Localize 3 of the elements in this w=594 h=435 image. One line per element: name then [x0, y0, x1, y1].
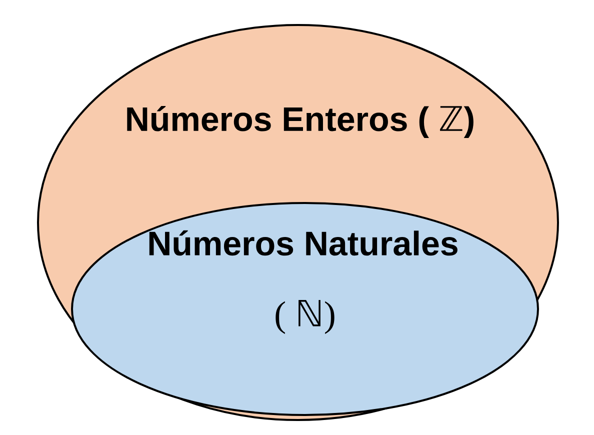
set-label: ( ℕ) [276, 300, 334, 334]
set-label: Números Enteros ( ℤ) [127, 106, 474, 138]
set-label: Números Naturales [149, 230, 458, 256]
